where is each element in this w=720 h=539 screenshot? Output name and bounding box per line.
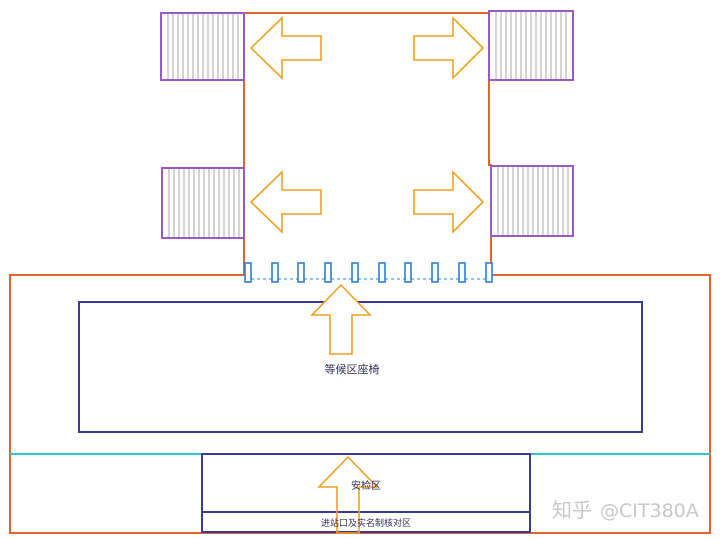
stairs-right-bottom	[490, 165, 574, 237]
ticket-gate	[244, 262, 252, 283]
ticket-gate	[458, 262, 466, 283]
ticket-gate	[404, 262, 412, 283]
arrow-left-top-icon	[249, 16, 322, 80]
arrow-left-bottom-icon	[249, 170, 322, 234]
watermark-handle: @CIT380A	[600, 500, 699, 522]
ticket-gate	[485, 262, 493, 283]
ticket-gate	[324, 262, 332, 283]
entrance-area-box	[201, 511, 531, 533]
security-area-label: 安检区	[351, 479, 381, 492]
waiting-seating-box	[78, 301, 643, 433]
arrow-up-security-icon	[317, 455, 379, 534]
waiting-area-label: 等候区座椅	[325, 362, 380, 376]
ticket-gate	[431, 262, 439, 283]
stairs-right-top	[488, 10, 574, 81]
arrow-right-top-icon	[413, 16, 485, 80]
stairs-left-top	[160, 12, 245, 81]
entrance-label: 进站口及实名制核对区	[321, 517, 411, 529]
ticket-gate	[297, 262, 305, 283]
ticket-gate	[271, 262, 279, 283]
arrow-right-bottom-icon	[413, 170, 485, 234]
ticket-gate	[378, 262, 386, 283]
ticket-gates-row	[244, 262, 493, 283]
stairs-left-bottom	[161, 167, 245, 239]
ticket-gate	[351, 262, 359, 283]
arrow-up-waiting-icon	[310, 283, 372, 355]
watermark-site: 知乎	[552, 498, 592, 522]
